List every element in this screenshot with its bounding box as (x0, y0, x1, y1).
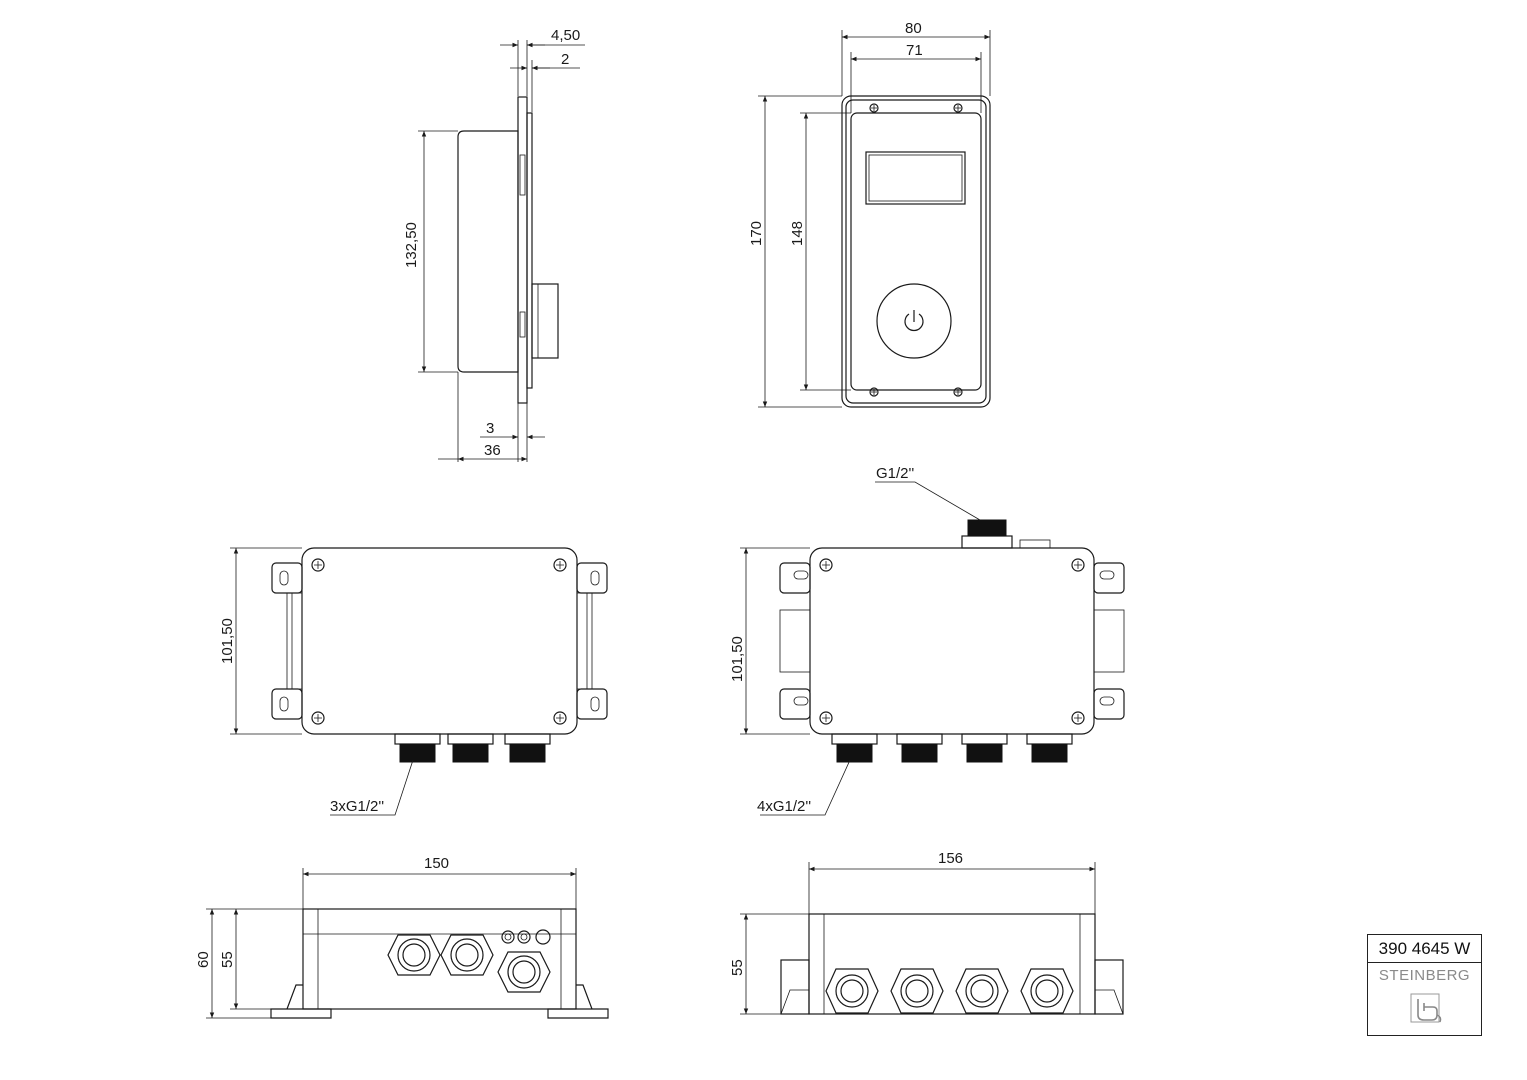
dim-side-bottom-a: 3 (486, 420, 494, 437)
dim-side-top-b: 2 (561, 51, 569, 68)
box1-front-view: 150 60 55 (195, 855, 609, 1019)
screw-icons (869, 103, 963, 397)
dim-side-bottom-b: 36 (484, 442, 501, 459)
label-box2-top-port: G1/2'' (876, 465, 914, 482)
product-code: 390 4645 W (1368, 935, 1481, 963)
label-box1-ports: 3xG1/2'' (330, 798, 384, 815)
label-box2-ports: 4xG1/2'' (757, 798, 811, 815)
screw-icons (819, 558, 1085, 725)
dim-bottom1-height-outer: 60 (195, 951, 212, 968)
dim-bottom2-height: 55 (729, 959, 746, 976)
cable-gland-icons (387, 929, 551, 993)
tap-logo-icon (1410, 993, 1442, 1023)
dim-box1-height: 101,50 (219, 618, 236, 664)
box1-top-view: 3xG1/2'' 101,50 (219, 547, 608, 816)
dim-bottom2-width: 156 (938, 850, 963, 867)
dim-front-inner-height: 148 (789, 221, 806, 246)
front-view: 80 71 170 148 (748, 20, 991, 408)
brand-name: STEINBERG (1378, 967, 1471, 984)
title-block: 390 4645 W STEINBERG (1367, 934, 1482, 1036)
dim-box2-height: 101,50 (729, 636, 746, 682)
dim-front-inner-width: 71 (906, 42, 923, 59)
dim-front-outer-height: 170 (748, 221, 765, 246)
dim-front-outer-width: 80 (905, 20, 922, 37)
dim-bottom1-height-inner: 55 (219, 951, 236, 968)
cable-gland-icons (825, 968, 1074, 1014)
dim-side-top-a: 4,50 (551, 27, 580, 44)
dim-bottom1-width: 150 (424, 855, 449, 872)
screw-icons (311, 558, 567, 725)
box2-top-view: G1/2'' 4xG1/2'' 101,50 (729, 465, 1125, 816)
side-view: 4,50 2 132,50 3 36 (403, 27, 585, 462)
dim-side-height: 132,50 (403, 222, 420, 268)
power-icon (904, 310, 924, 332)
box2-front-view: 156 55 (729, 850, 1124, 1015)
